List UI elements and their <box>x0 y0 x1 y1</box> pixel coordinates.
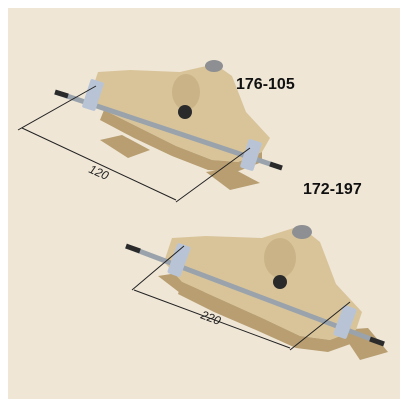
measuring-stand-a <box>54 60 283 190</box>
stand-a-foot-right <box>206 168 260 190</box>
dimension-b-extension-left <box>131 245 185 291</box>
stand-b-clamp-right <box>333 305 357 339</box>
dimension-b-extension-right <box>289 301 351 351</box>
dimension-a-extension-left <box>17 85 97 131</box>
dimension-a-label: 120 <box>87 162 111 183</box>
stand-a-foot-left <box>100 135 150 158</box>
stand-b-body <box>164 226 362 340</box>
stand-b-top-screw <box>292 225 312 239</box>
stand-b-dial-housing <box>264 238 296 278</box>
dimension-b-line <box>133 289 291 349</box>
measuring-stand-b <box>125 225 388 360</box>
model-label-b: 172-197 <box>303 181 362 198</box>
measuring-rod-a-tip-right <box>269 161 283 171</box>
stand-a-clamp-right <box>240 139 262 171</box>
clamp-knob-icon <box>273 275 287 289</box>
model-label-a: 176-105 <box>236 76 295 93</box>
dimension-a-line <box>21 127 177 201</box>
stand-a-clamp-left <box>82 79 104 111</box>
stand-b-body-shadow <box>178 282 356 352</box>
stand-a-top-screw <box>205 60 223 72</box>
measuring-rod-a-tip-left <box>54 89 69 99</box>
measuring-rod-b-tip-right <box>369 336 385 347</box>
measuring-rod-b-tip-left <box>125 243 141 254</box>
dimension-a-extension-right <box>175 147 251 203</box>
clamp-knob-icon <box>178 105 192 119</box>
stand-a-dial-housing <box>172 74 200 110</box>
stand-b-clamp-left <box>167 243 191 277</box>
